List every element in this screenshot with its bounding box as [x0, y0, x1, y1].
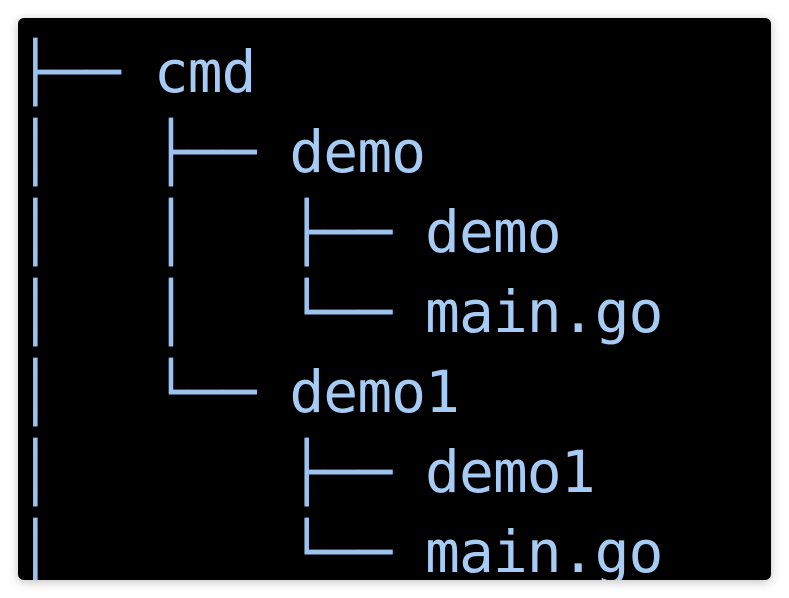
tree-branch: │ ├── [18, 118, 290, 186]
tree-line-demo1-binary: │ ├── demo1 [18, 432, 771, 512]
tree-branch: │ │ └── [18, 278, 426, 346]
tree-line-demo-main-go: │ │ └── main.go [18, 272, 771, 352]
tree-entry-label: demo [289, 118, 426, 186]
terminal-window: ├── cmd │ ├── demo │ │ ├── demo │ │ └── … [18, 18, 771, 580]
tree-entry-label: demo [425, 198, 562, 266]
tree-entry-label: main.go [425, 278, 663, 346]
tree-entry-label: main.go [425, 518, 663, 580]
tree-line-demo1: │ └── demo1 [18, 352, 771, 432]
tree-line-demo1-main-go: │ └── main.go [18, 512, 771, 580]
tree-line-cmd: ├── cmd [18, 32, 771, 112]
tree-branch: │ │ ├── [18, 198, 426, 266]
tree-entry-label: demo1 [289, 358, 460, 426]
tree-branch: │ └── [18, 358, 290, 426]
directory-tree: ├── cmd │ ├── demo │ │ ├── demo │ │ └── … [18, 32, 771, 580]
tree-entry-label: demo1 [425, 438, 596, 506]
tree-branch: │ ├── [18, 438, 426, 506]
tree-branch: ├── [18, 38, 154, 106]
tree-line-demo-binary: │ │ ├── demo [18, 192, 771, 272]
tree-branch: │ └── [18, 518, 426, 580]
tree-line-demo: │ ├── demo [18, 112, 771, 192]
tree-entry-label: cmd [153, 38, 257, 106]
